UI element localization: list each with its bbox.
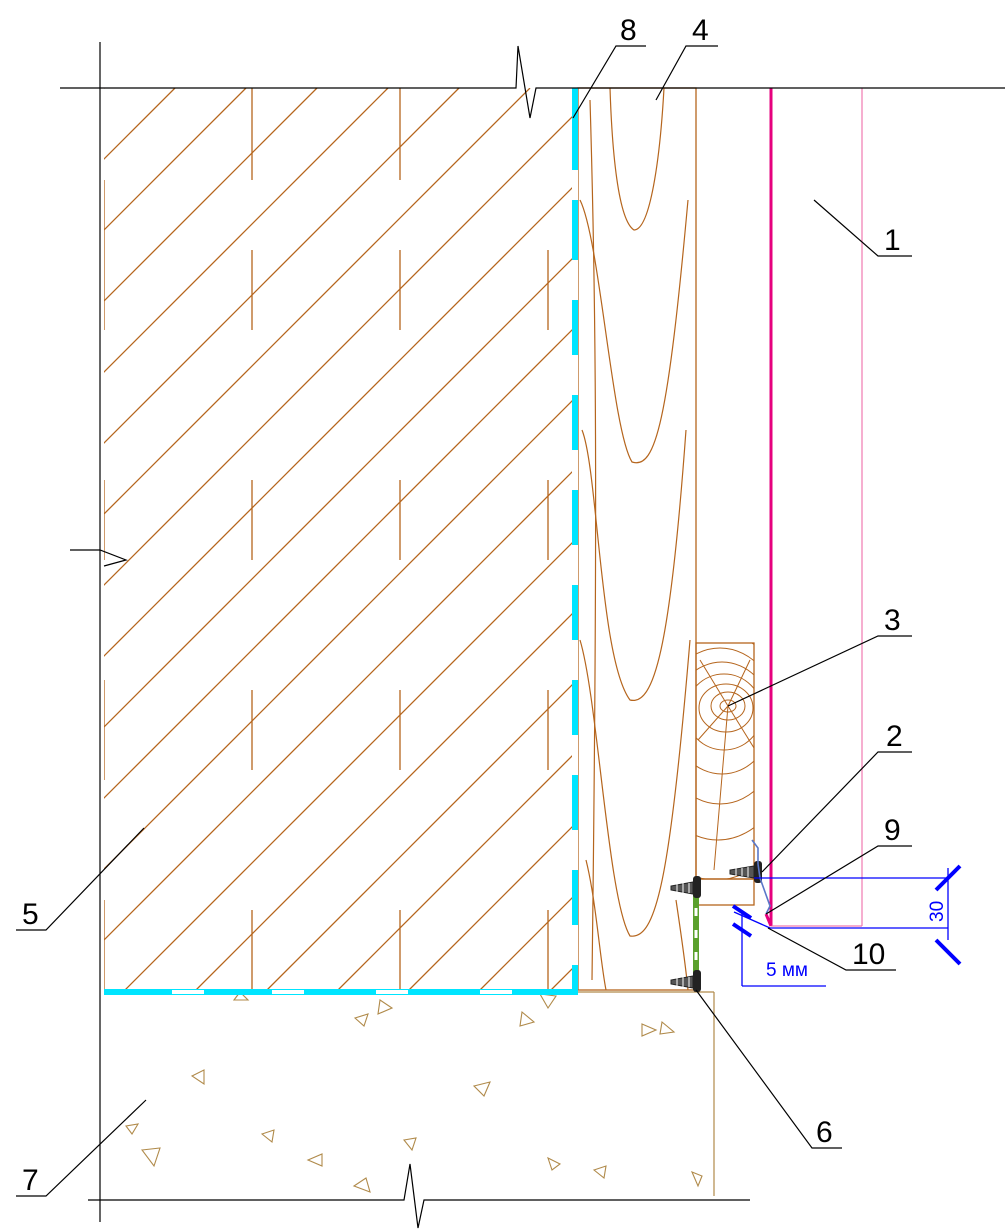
callout-leaders [16, 45, 912, 1197]
callout-7: 7 [22, 1164, 39, 1197]
callout-1: 1 [884, 224, 901, 257]
starter-flashing [751, 839, 771, 915]
callout-6: 6 [816, 1116, 833, 1149]
dimension-gap-label: 5 мм [766, 960, 808, 981]
screw-upper [729, 861, 762, 883]
brick-wall [104, 88, 576, 992]
screw-lower [670, 970, 701, 992]
wooden-beam [577, 87, 697, 991]
membrane-strip [104, 88, 578, 995]
dimension-height-label: 30 [927, 901, 948, 922]
green-strip [693, 890, 699, 990]
section-lines [60, 42, 1005, 1229]
concrete-base [104, 991, 715, 1196]
batten-bar [695, 642, 755, 880]
callout-3: 3 [884, 604, 901, 637]
callout-8: 8 [620, 14, 637, 47]
dimension-ticks [731, 864, 962, 966]
screw-middle [670, 876, 701, 898]
callout-4: 4 [692, 14, 709, 47]
callout-2: 2 [886, 720, 903, 753]
callout-9: 9 [884, 814, 901, 847]
callout-5: 5 [22, 898, 39, 931]
cladding-panel [764, 88, 863, 927]
callout-10: 10 [852, 938, 885, 971]
lower-board [695, 878, 755, 906]
